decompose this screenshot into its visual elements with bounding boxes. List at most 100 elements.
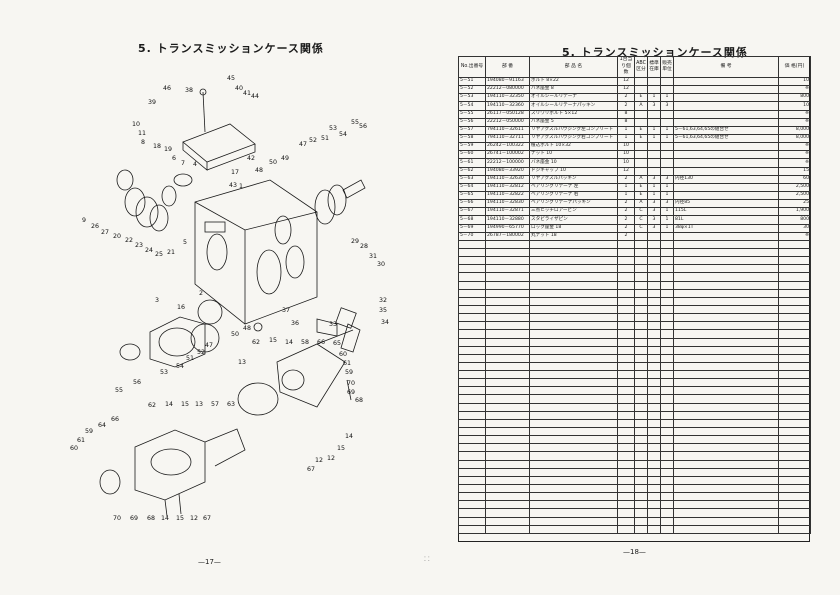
cell-qty: 2 (617, 93, 635, 103)
empty-cell (673, 337, 779, 347)
empty-cell (660, 304, 674, 315)
empty-cell (634, 247, 648, 258)
empty-cell (617, 508, 635, 518)
cell-unit: 1 (660, 93, 674, 103)
empty-cell (647, 467, 661, 477)
empty-cell (778, 353, 811, 363)
empty-cell (673, 402, 779, 412)
empty-cell (634, 370, 648, 380)
empty-cell (778, 467, 811, 477)
callout-number: 15 (181, 401, 189, 408)
cell-std: 3 (647, 101, 661, 111)
cell-unit: 1 (660, 215, 674, 225)
cell-std (647, 142, 661, 152)
cell-name: ロック座金 18 (529, 223, 618, 233)
empty-cell (529, 451, 618, 461)
right-page-title: 5. トランスミッションケース関係 (562, 46, 748, 59)
empty-cell (673, 272, 779, 282)
empty-cell (634, 508, 648, 518)
cell-part: 194110－32812 (485, 182, 530, 192)
empty-cell (458, 516, 486, 526)
cell-no: 5－69 (458, 223, 486, 233)
callout-number: 41 (243, 90, 251, 97)
cell-price: ※ (778, 85, 811, 95)
callout-number: 54 (176, 363, 184, 370)
empty-cell (617, 435, 635, 445)
callout-number: 61 (343, 360, 351, 367)
empty-cell (458, 451, 486, 461)
empty-cell (617, 370, 635, 380)
empty-cell (778, 304, 811, 315)
empty-cell (673, 353, 779, 363)
cell-note: 5－61,63,64,65の組合せ (673, 133, 779, 144)
empty-cell (617, 264, 635, 274)
empty-cell (647, 418, 661, 429)
cell-name: スリワリボルト 5×12 (529, 109, 618, 119)
empty-cell (529, 304, 618, 315)
empty-cell (660, 435, 674, 445)
cell-name: 三点ヒッチロアーピン (529, 207, 618, 217)
cell-abc (634, 109, 648, 119)
column-header: 販売単位 (660, 56, 674, 78)
cell-unit: 3 (660, 174, 674, 184)
cell-qty: 8 (617, 117, 635, 127)
empty-cell (458, 247, 486, 258)
cell-abc: E (634, 133, 648, 144)
empty-cell (458, 467, 486, 477)
cell-part: 26117－050128 (485, 109, 530, 119)
empty-cell (617, 459, 635, 469)
empty-cell (778, 378, 811, 388)
callout-number: 65 (333, 340, 341, 347)
empty-cell (647, 247, 661, 258)
empty-cell (778, 516, 811, 526)
empty-cell (617, 427, 635, 437)
empty-cell (647, 288, 661, 298)
empty-cell (778, 239, 811, 249)
empty-cell (617, 247, 635, 258)
empty-cell (660, 451, 674, 461)
column-header: No.出番号 (458, 56, 486, 78)
callout-number: 43 (229, 182, 237, 189)
callout-number: 5 (183, 239, 187, 246)
empty-row (458, 345, 811, 355)
empty-cell (778, 435, 811, 445)
cell-part: 194110－32871 (485, 207, 530, 217)
empty-cell (617, 337, 635, 347)
empty-cell (673, 459, 779, 469)
empty-cell (647, 239, 661, 249)
empty-cell (634, 443, 648, 453)
empty-cell (529, 427, 618, 437)
cell-note: 5－61,63,64,65の組合せ (673, 125, 779, 135)
empty-cell (485, 304, 530, 315)
cell-std: 1 (647, 133, 661, 144)
cell-no: 5－51 (458, 76, 486, 87)
empty-cell (529, 500, 618, 510)
empty-cell (634, 264, 648, 274)
cell-std: 1 (647, 182, 661, 192)
cell-price: 25 (778, 199, 811, 209)
empty-cell (458, 256, 486, 266)
empty-cell (634, 288, 648, 298)
cell-part: 194110－32830 (485, 199, 530, 209)
empty-cell (458, 524, 486, 534)
empty-cell (634, 345, 648, 355)
cell-note (673, 158, 779, 168)
empty-row (458, 370, 811, 380)
empty-cell (485, 524, 530, 534)
cell-note (673, 142, 779, 152)
cell-name: リヤアクスルハウジング左コンプリート (529, 125, 618, 135)
cell-std (647, 150, 661, 160)
empty-cell (617, 304, 635, 315)
empty-cell (660, 256, 674, 266)
empty-row (458, 508, 811, 518)
callout-number: 32 (379, 297, 387, 304)
empty-cell (778, 247, 811, 258)
callout-number: 53 (329, 125, 337, 132)
cell-unit: 1 (660, 125, 674, 135)
empty-row (458, 475, 811, 486)
empty-cell (647, 272, 661, 282)
cell-qty: 2 (617, 174, 635, 184)
empty-cell (660, 386, 674, 396)
cell-std (647, 109, 661, 119)
